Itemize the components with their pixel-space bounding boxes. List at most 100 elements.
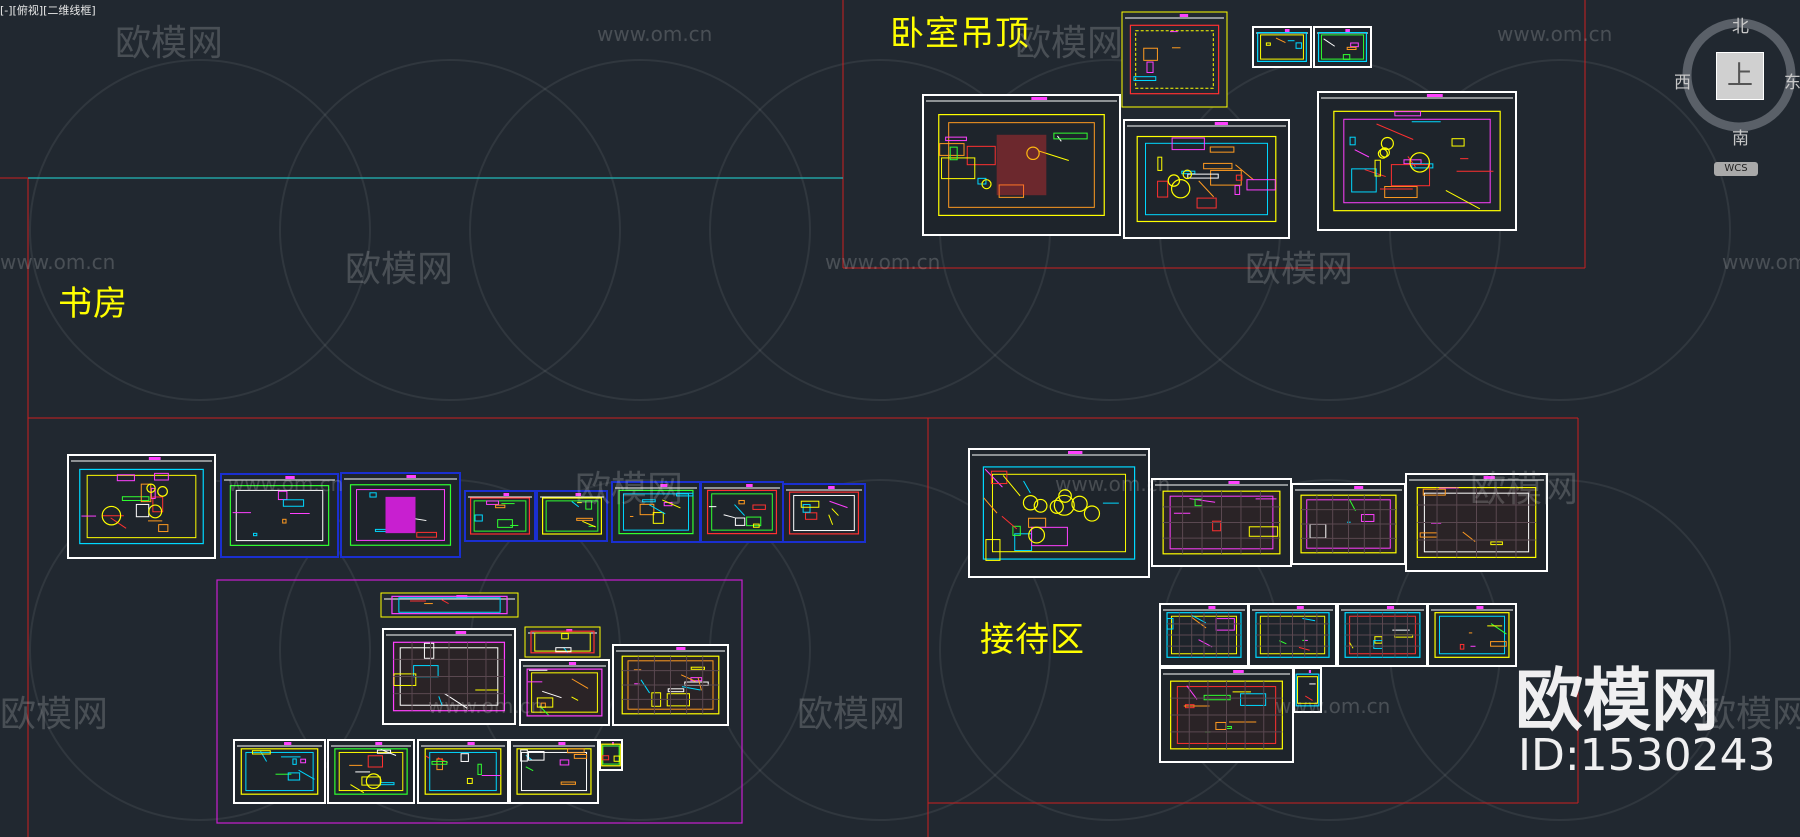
title-strip-mark [1483,476,1495,479]
drawing-sheet[interactable] [67,454,216,559]
title-strip-mark [284,742,292,745]
drawing-sheet[interactable] [1151,478,1292,567]
sheet-detail [990,470,1008,485]
sheet-border [220,473,339,558]
drawing-sheet[interactable] [417,739,509,804]
sheet-plan-outline [424,748,502,795]
drawing-sheet[interactable] [340,472,461,558]
title-strip-mark [1386,606,1395,609]
drawing-sheet[interactable] [327,739,415,804]
drawing-sheet[interactable] [1159,667,1294,763]
drawing-sheet[interactable] [536,490,608,542]
sheet-plan-outline [982,466,1136,560]
drawing-sheet[interactable] [782,483,866,543]
sheet-detail [642,499,656,503]
drawing-sheet[interactable] [700,481,784,543]
drawing-sheet[interactable] [1313,26,1372,68]
sheet-detail [582,520,596,528]
sheet-detail [585,500,593,510]
drawing-sheet[interactable] [1121,11,1228,108]
drawing-sheet[interactable] [1159,603,1249,667]
title-strip-mark [828,486,835,489]
sheet-detail [723,514,735,519]
sheet-detail [1038,150,1069,161]
viewcube-north-label[interactable]: 北 [1732,17,1749,37]
title-strip-mark [1284,29,1290,32]
sheet-border [233,739,326,804]
drawing-sheet[interactable] [1123,119,1290,239]
drawing-sheet[interactable] [380,592,519,618]
wcs-menu-button[interactable]: WCS [1714,162,1758,176]
sheet-detail [1053,494,1075,516]
title-strip-mark [612,742,614,745]
watermark-circle [469,59,811,401]
sheet-plan-inner [235,489,324,542]
drawing-sheet[interactable] [1317,91,1517,231]
sheet-detail [1409,152,1430,173]
sheet-plan-inner [1145,142,1268,216]
title-strip-mark [1068,451,1083,454]
viewcube-east-label[interactable]: 东 [1784,73,1800,93]
sheet-detail [1295,42,1303,49]
sheet-detail [734,504,745,516]
sheet-detail [981,179,992,190]
sheet-detail [1212,520,1222,532]
watermark-url-tile: www.om.cn [1497,22,1613,46]
sheet-plan-outline [229,485,330,546]
sheet-plan-outline [79,468,204,545]
drawing-sheet[interactable] [1337,603,1428,667]
drawing-sheet[interactable] [599,739,623,771]
sheet-detail [152,496,164,513]
watermark-circle [279,59,621,401]
viewcube-west-label[interactable]: 西 [1674,73,1691,93]
drawing-sheet[interactable] [611,481,701,543]
viewcube-south-label[interactable]: 南 [1732,129,1749,149]
sheet-detail [1349,136,1356,146]
drawing-sheet[interactable] [922,94,1121,236]
drawing-sheet[interactable] [220,473,339,558]
sheet-detail [1490,623,1507,635]
title-strip-mark [558,742,566,745]
sheet-detail [431,760,448,765]
title-strip-mark [1476,606,1484,609]
viewcube-top-face[interactable]: 上 [1716,52,1764,100]
sheet-plan-inner [473,500,527,532]
sheet-detail [1071,495,1088,513]
drawing-sheet[interactable] [464,490,536,542]
drawing-sheet[interactable] [1252,26,1312,68]
drawing-sheet[interactable] [509,739,599,804]
drawing-sheet[interactable] [519,659,610,726]
sheet-detail [1026,146,1040,161]
drawing-sheet[interactable] [1291,483,1406,565]
drawing-sheet[interactable] [1248,603,1337,667]
area-label-reception: 接待区 [980,620,1085,660]
sheet-detail [1235,164,1254,181]
drawing-sheet[interactable] [233,739,326,804]
sheet-detail [495,504,506,509]
drawing-sheet[interactable] [612,644,729,726]
drawing-sheet[interactable] [524,626,601,658]
viewport-label[interactable]: [-][俯视][二维线框] [0,4,96,17]
sheet-plan-inner [86,474,197,539]
sheet-plan-outline [938,113,1105,217]
drawing-sheet[interactable] [382,628,516,725]
drawing-sheet[interactable] [1293,667,1322,713]
watermark-url-tile: www.om.cn [1055,472,1171,496]
sheet-border [509,739,599,804]
sheet-detail [752,504,766,510]
drawing-sheet[interactable] [1427,603,1517,667]
title-strip-mark [660,484,668,487]
title-strip-mark [375,742,383,745]
drawing-sheet[interactable] [1405,473,1548,572]
sheet-detail [1380,136,1394,151]
watermark-brand-tile: 欧模网 [797,694,906,735]
drawing-sheet[interactable] [968,448,1150,578]
sheet-plan-inner [1297,676,1318,704]
watermark-brand-tile: 欧模网 [1015,23,1124,64]
sheet-detail [1377,148,1388,159]
sheet-detail [148,504,163,519]
viewcube[interactable]: 北 西 东 南 上 WCS [1674,10,1800,200]
sheet-detail [460,753,469,762]
